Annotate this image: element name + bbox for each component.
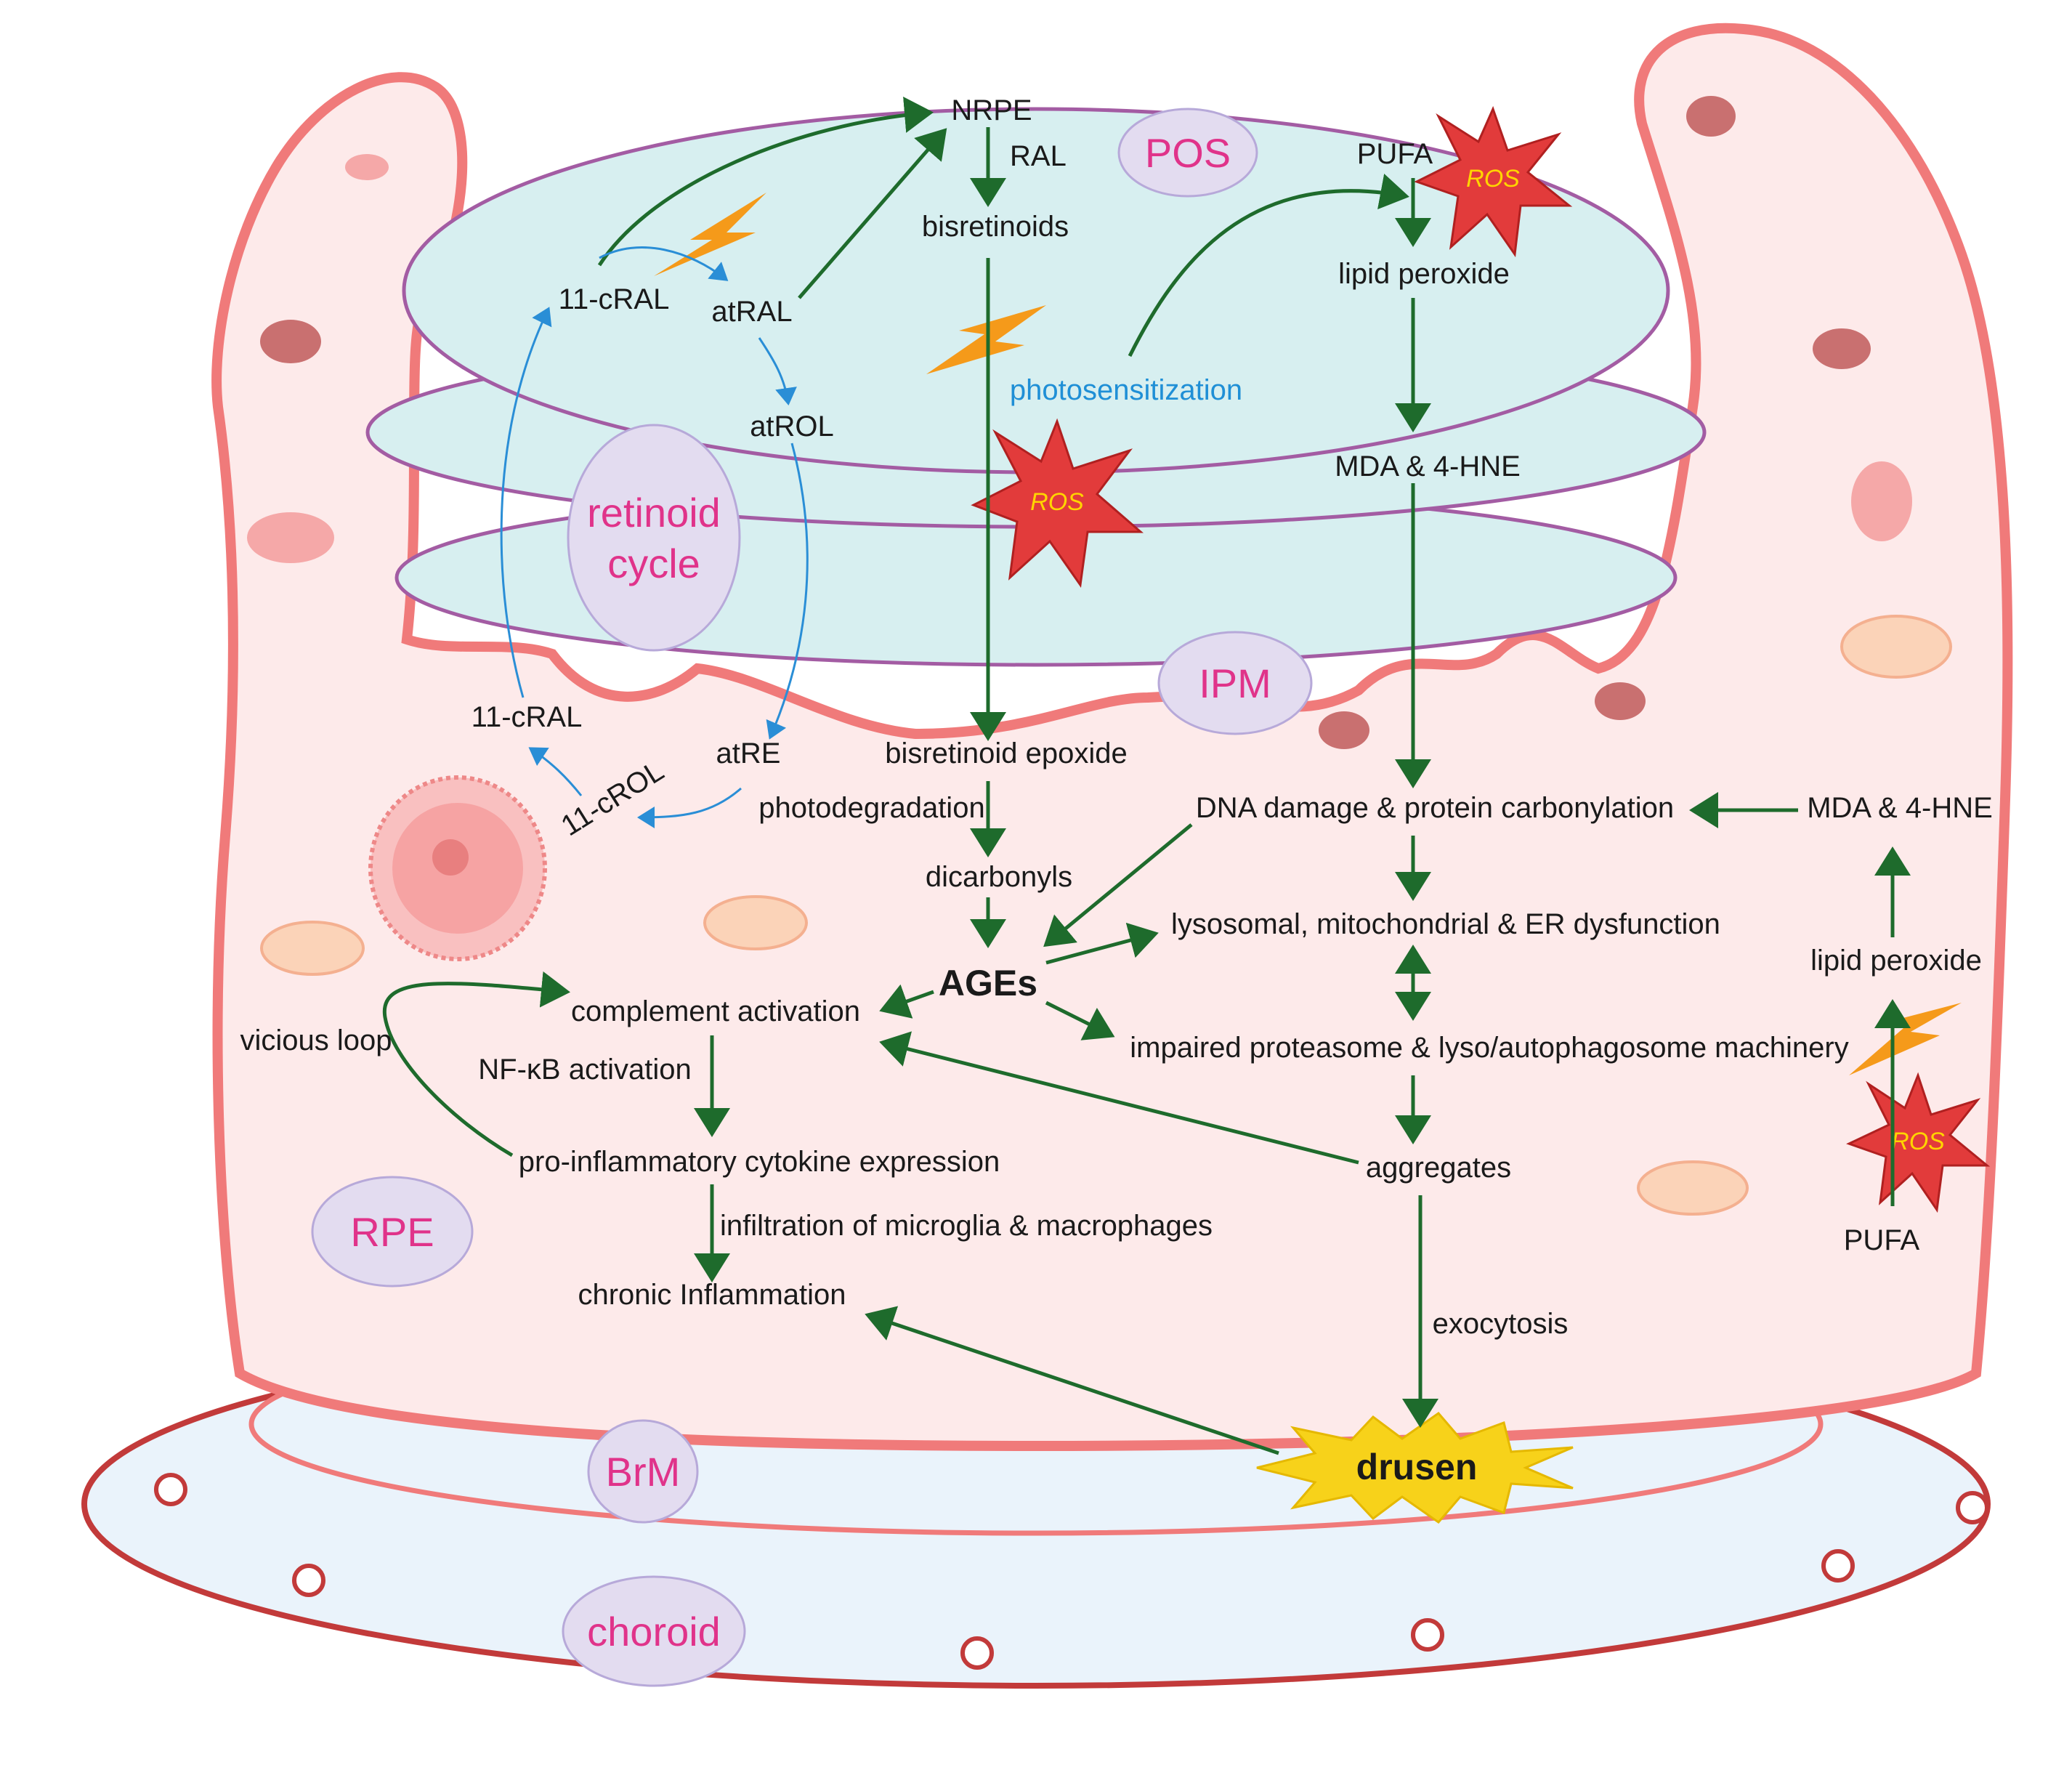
- node-lysosomal: lysosomal, mitochondrial & ER dysfunctio…: [1171, 908, 1720, 940]
- ros-label: ROS: [1030, 488, 1084, 516]
- arrow-atre-crol: [637, 787, 742, 828]
- vessel-circle: [292, 1564, 325, 1597]
- melanosome: [247, 512, 334, 563]
- arrow-cral-atral: [599, 246, 729, 281]
- node-exocytosis: exocytosis: [1433, 1308, 1569, 1340]
- rpe-cell: [211, 23, 2013, 1452]
- node-nfkb: NF-κB activation: [478, 1054, 691, 1086]
- lightning-icon: [654, 193, 766, 276]
- region-brm: BrM: [587, 1419, 699, 1524]
- node-cral-top: 11-cRAL: [559, 283, 670, 315]
- node-atrol: atROL: [750, 411, 834, 442]
- node-photodegradation: photodegradation: [758, 792, 984, 824]
- melanosome: [1686, 96, 1736, 137]
- node-atral: atRAL: [711, 296, 792, 328]
- arrow-atral-atrol: [758, 337, 797, 405]
- lightning-icon: [1849, 1003, 1962, 1075]
- region-label-brm: BrM: [606, 1449, 681, 1495]
- node-cytokine: pro-inflammatory cytokine expression: [519, 1146, 1000, 1178]
- arrow-ages-lysosomal: [1045, 922, 1159, 965]
- node-aggregates: aggregates: [1366, 1152, 1511, 1184]
- node-dicarbonyls: dicarbonyls: [926, 861, 1072, 893]
- arrow-cral-nrpe: [597, 97, 934, 267]
- node-cral-left: 11-cRAL: [472, 701, 583, 733]
- arrow-ages-impaired: [1045, 1001, 1115, 1040]
- node-dna-damage: DNA damage & protein carbonylation: [1196, 792, 1674, 824]
- drusen-burst: drusen: [1256, 1411, 1574, 1524]
- node-ages: AGEs: [939, 963, 1037, 1003]
- melanosome: [1595, 682, 1646, 720]
- melanosome: [1851, 461, 1912, 541]
- arrow-vicious-loop: [382, 971, 570, 1157]
- node-lipid-peroxide-top: lipid peroxide: [1338, 258, 1510, 290]
- mitochondrion: [703, 895, 808, 950]
- arrow-atral-nrpe: [798, 128, 947, 299]
- ros-star: ROS: [1414, 105, 1573, 258]
- arrow-photosens-pufa: [1128, 174, 1409, 357]
- region-ipm: IPM: [1157, 631, 1313, 735]
- node-lipid-peroxide-right: lipid peroxide: [1810, 945, 1982, 977]
- region-label-choroid: choroid: [587, 1609, 721, 1654]
- arrow-crol-cral: [528, 747, 583, 796]
- melanosome: [260, 320, 321, 363]
- mitochondrion: [260, 921, 365, 976]
- node-mda-right: MDA & 4-HNE: [1807, 792, 1993, 824]
- arrow-cral-left-up: [500, 307, 552, 698]
- arrow-drusen-chronic: [865, 1306, 1279, 1455]
- ros-star: ROS: [971, 418, 1144, 588]
- node-pufa-top: PUFA: [1357, 138, 1433, 170]
- ros-label: ROS: [1466, 165, 1520, 193]
- node-nrpe: NRPE: [951, 94, 1032, 126]
- vessel-circle: [1411, 1618, 1444, 1652]
- region-choroid: choroid: [562, 1575, 746, 1687]
- region-pos: POS: [1117, 108, 1258, 198]
- node-pufa-right: PUFA: [1844, 1224, 1920, 1256]
- region-label-cycle: cycle: [607, 541, 700, 586]
- arrow-ages-complement: [879, 984, 934, 1019]
- nucleolus: [432, 839, 469, 876]
- ros-label: ROS: [1891, 1128, 1945, 1155]
- node-chronic: chronic Inflammation: [578, 1279, 846, 1311]
- ros-star: ROS: [1846, 1072, 1991, 1213]
- arrow-aggregates-complement: [879, 1031, 1359, 1165]
- vessel-circle: [960, 1636, 994, 1670]
- melanosome: [345, 154, 389, 180]
- node-impaired: impaired proteasome & lyso/autophagosome…: [1130, 1032, 1848, 1064]
- region-label-retinoid: retinoid: [587, 490, 721, 536]
- node-photosensitization: photosensitization: [1010, 374, 1242, 406]
- node-infiltration: infiltration of microglia & macrophages: [720, 1210, 1213, 1242]
- node-bisretinoid-epoxide: bisretinoid epoxide: [885, 738, 1128, 769]
- vessel-circle: [154, 1473, 187, 1506]
- mitochondrion: [1637, 1160, 1749, 1216]
- node-vicious-loop: vicious loop: [240, 1025, 392, 1056]
- node-complement: complement activation: [571, 995, 860, 1027]
- melanosome: [1319, 711, 1369, 749]
- node-ral: RAL: [1010, 140, 1067, 172]
- arrow-atrol-atre: [766, 442, 809, 740]
- node-atre: atRE: [716, 738, 781, 769]
- vessel-circle: [1821, 1549, 1855, 1583]
- mitochondrion: [1840, 615, 1952, 679]
- node-bisretinoids: bisretinoids: [922, 211, 1069, 243]
- region-rpe: RPE: [311, 1176, 474, 1288]
- node-mda-top: MDA & 4-HNE: [1335, 450, 1521, 482]
- arrow-dna-ages: [1043, 823, 1193, 947]
- vessel-circle: [1956, 1491, 1989, 1524]
- region-label-pos: POS: [1145, 130, 1231, 176]
- melanosome: [1813, 328, 1871, 369]
- region-label-ipm: IPM: [1199, 660, 1271, 706]
- region-label-rpe: RPE: [350, 1209, 434, 1255]
- region-retinoid-cycle: retinoid cycle: [567, 424, 741, 652]
- node-drusen: drusen: [1356, 1447, 1478, 1487]
